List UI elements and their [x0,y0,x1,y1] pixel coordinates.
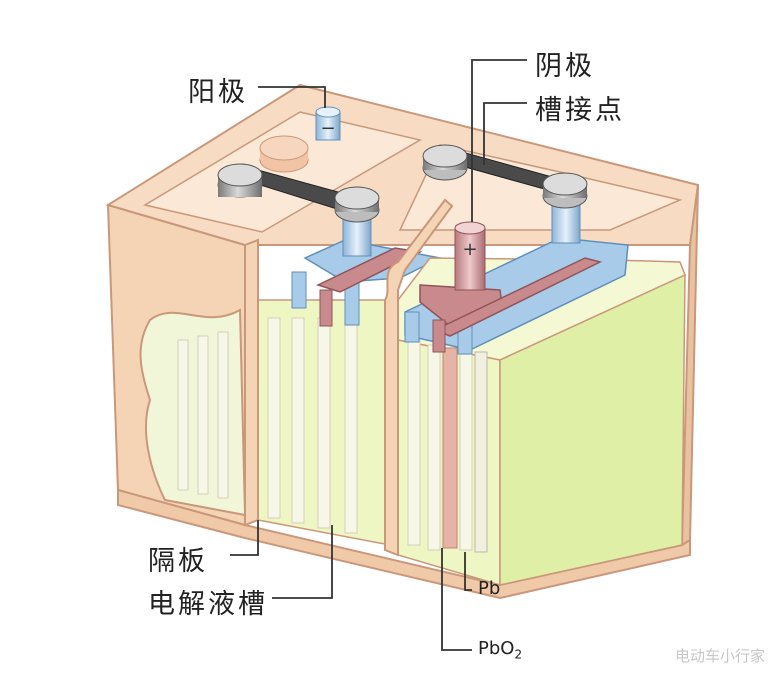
cell-left [139,308,247,517]
watermark: 电动车小行家 [674,647,765,665]
electrolyte-tank-label: 电解液槽 [148,589,268,620]
pbo2-label: PbO2 [478,638,522,662]
pb-label: Pb [478,578,501,599]
connector-post-top [422,144,468,168]
pb-plate [474,351,488,553]
anode-leader [258,86,326,108]
partition-wall [384,198,454,557]
cell-right: + [397,221,686,587]
pbo2-label-base: PbO [478,638,515,659]
cell-contact-leader [483,102,527,165]
cell-contact-label: 槽接点 [535,95,625,126]
connector-post-top [217,163,263,187]
separator-plate [317,317,331,529]
positive-plate [432,319,446,353]
positive-plate-strap [315,247,423,293]
separator-plate [291,317,305,524]
positive-plate [319,289,333,327]
negative-plate [291,271,307,309]
leader-lines [230,59,527,651]
separator-plate [344,317,358,534]
vent-cap-top [259,135,309,161]
separator-plate [459,349,473,551]
separator-plate [407,339,421,546]
positive-post-top [454,221,486,235]
partition-wall [244,238,259,527]
pbo2-plate [442,347,458,549]
anode-label: 阳极 [188,77,248,108]
cell-middle [257,239,443,546]
minus-sign: − [320,118,335,139]
plate [217,331,229,499]
separator-plate [427,344,441,551]
separator-plate [267,317,281,519]
plate [197,335,209,495]
casing-bottom [117,488,691,600]
separator-label: 隔板 [148,546,208,577]
connector-post-top [334,186,380,210]
plate [177,339,189,491]
connector-post-top [542,172,588,196]
electrolyte-front [499,273,686,586]
minus-terminal-top [315,106,341,118]
cathode-leader [471,59,527,222]
negative-plate [404,311,420,343]
pbo2-leader [441,548,472,651]
pbo2-label-subscript: 2 [514,647,523,662]
separator-leader [230,520,259,556]
positive-post [454,227,486,291]
pb-leader [464,552,472,591]
plus-sign: + [462,239,477,260]
electrolyte-tank-leader [272,525,333,599]
cathode-label: 阴极 [535,51,595,82]
